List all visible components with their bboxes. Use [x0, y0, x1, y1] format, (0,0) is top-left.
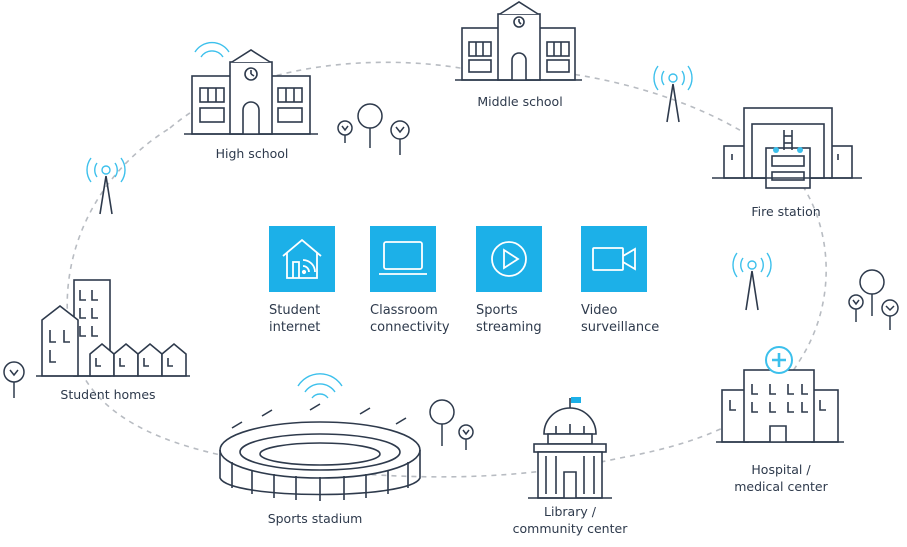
service-tile-sports-streaming [476, 226, 542, 292]
house-wifi-icon [282, 238, 322, 279]
stadium-icon [219, 403, 421, 501]
label-hospital-line1: Hospital / [751, 462, 811, 477]
stadium-wifi-icon [297, 373, 343, 399]
cell-tower-icon-top-right [653, 65, 693, 123]
service-line1: Student [269, 303, 321, 318]
high-school-wifi-icon [194, 41, 230, 58]
service-label-sports-streaming: Sports streaming [476, 302, 576, 336]
siren-lights-icon [773, 147, 803, 153]
library-building-icon [528, 398, 612, 499]
label-high-school: High school [215, 146, 289, 161]
service-label-student-internet: Student internet [269, 302, 369, 336]
service-line2: connectivity [370, 320, 450, 335]
label-sports-stadium: Sports stadium [267, 511, 363, 526]
service-tile-video-surveillance [581, 226, 647, 292]
service-label-classroom-connectivity: Classroom connectivity [370, 302, 470, 336]
library-flag-icon [571, 397, 581, 403]
middle-school-building-icon [455, 1, 582, 81]
laptop-icon [379, 241, 427, 275]
label-student-homes: Student homes [60, 387, 156, 402]
service-line1: Classroom [370, 303, 438, 318]
trees-icon-1 [337, 103, 410, 155]
trees-icon-3 [429, 399, 474, 450]
student-homes-icon [36, 279, 190, 377]
high-school-building-icon [184, 49, 318, 135]
medical-cross-icon [765, 346, 793, 374]
video-camera-icon [592, 247, 636, 271]
service-line2: surveillance [581, 320, 660, 335]
service-line1: Sports [476, 303, 518, 318]
service-label-video-surveillance: Video surveillance [581, 302, 681, 336]
label-library-line1: Library / [544, 504, 596, 519]
play-icon [491, 241, 527, 277]
tree-icon-left [3, 361, 25, 398]
service-line2: internet [269, 320, 321, 335]
trees-icon-2 [848, 269, 899, 330]
label-hospital-line2: medical center [734, 479, 828, 494]
service-line1: Video [581, 303, 618, 318]
label-fire-station: Fire station [751, 204, 821, 219]
service-tile-student-internet [269, 226, 335, 292]
label-middle-school: Middle school [477, 94, 563, 109]
hospital-building-icon [716, 369, 844, 443]
service-tile-classroom-connectivity [370, 226, 436, 292]
cell-tower-icon-right [732, 252, 772, 311]
label-library-line2: community center [512, 521, 628, 536]
cell-tower-icon-left [86, 157, 126, 215]
fire-station-icon [712, 107, 862, 189]
service-line2: streaming [476, 320, 542, 335]
